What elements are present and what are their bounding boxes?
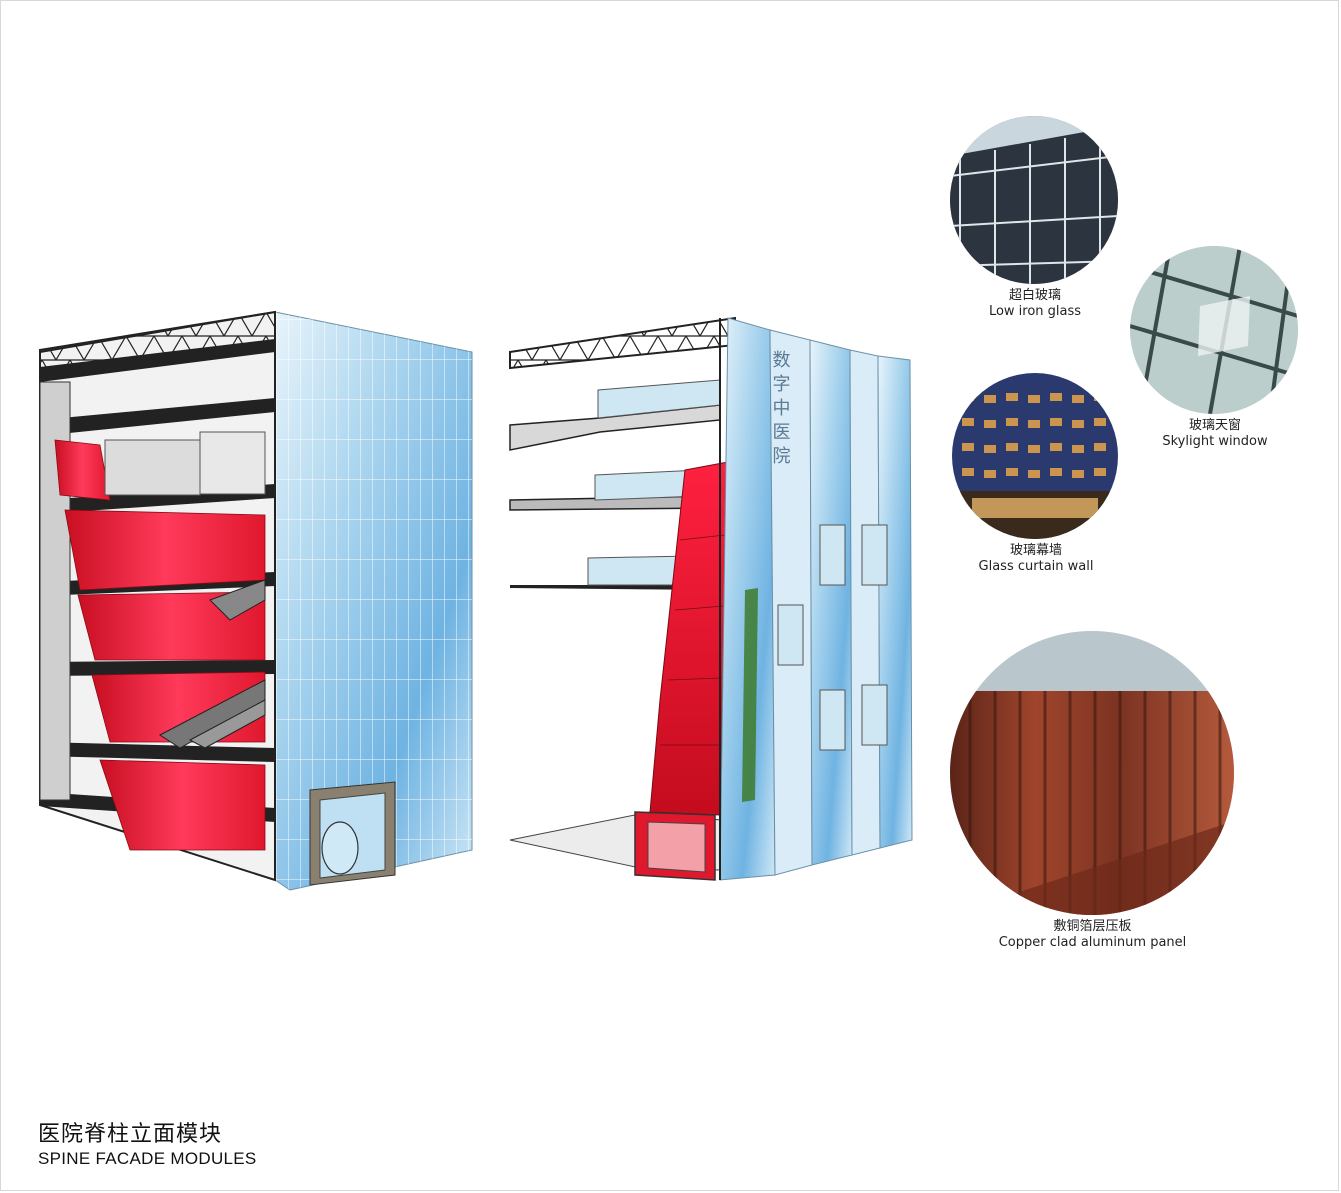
copper-panel-photo	[950, 631, 1234, 915]
material-label-en: Skylight window	[1162, 434, 1268, 449]
material-label-cn: 超白玻璃	[1008, 288, 1061, 303]
material-skylight-window: 玻璃天窗 Skylight window	[1130, 246, 1300, 450]
building-sign-text: 数字中医院	[770, 350, 791, 470]
title-en: SPINE FACADE MODULES	[38, 1149, 257, 1168]
material-label-cn: 玻璃天窗	[1188, 418, 1241, 433]
title-cn: 医院脊柱立面模块	[38, 1122, 223, 1147]
material-low-iron-glass: 超白玻璃 Low iron glass	[950, 116, 1120, 320]
page-title: 医院脊柱立面模块 SPINE FACADE MODULES	[38, 1122, 257, 1170]
material-label-en: Glass curtain wall	[978, 559, 1094, 574]
material-label-en: Copper clad aluminum panel	[998, 935, 1187, 950]
material-label-cn: 敷铜箔层压板	[1053, 919, 1132, 934]
skylight-window-photo	[1130, 246, 1298, 414]
material-glass-curtain-wall: 玻璃幕墙 Glass curtain wall	[952, 373, 1120, 575]
right-building-section	[509, 316, 913, 881]
material-copper-panel: 敷铜箔层压板 Copper clad aluminum panel	[950, 631, 1235, 951]
material-label-cn: 玻璃幕墙	[1009, 543, 1062, 558]
glass-curtain-wall-photo	[952, 373, 1118, 539]
material-label-en: Low iron glass	[988, 304, 1082, 319]
low-iron-glass-photo	[950, 116, 1118, 284]
left-building-section	[39, 310, 473, 891]
